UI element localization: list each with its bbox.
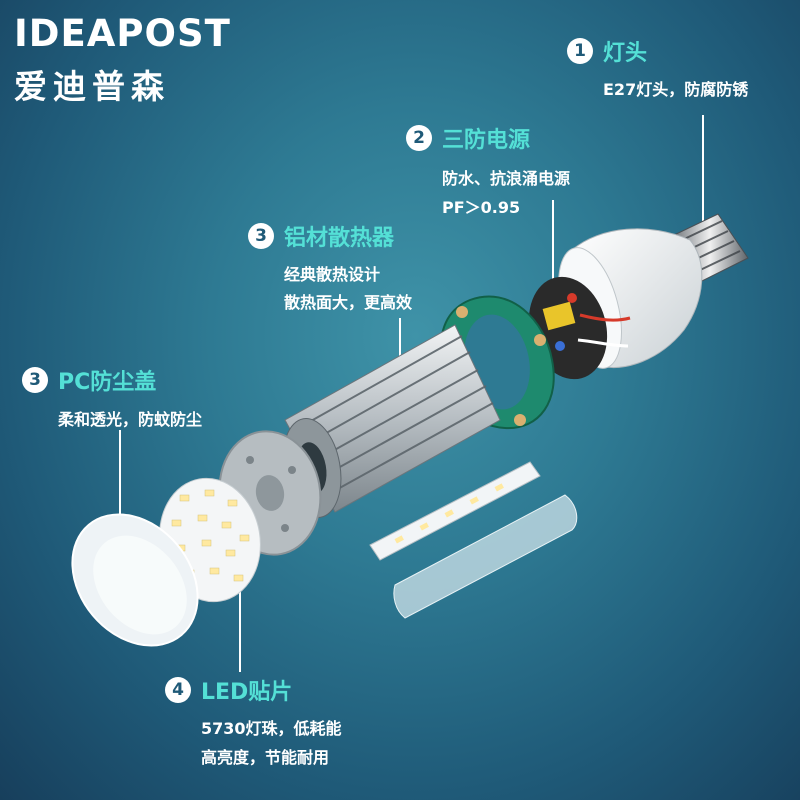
callout-description: 经典散热设计 (284, 265, 381, 284)
callout-title: LED贴片 (201, 680, 293, 705)
callout-number-badge: 3 (248, 223, 274, 249)
callout-description: E27灯头，防腐防锈 (603, 80, 749, 99)
callout-description: 5730灯珠，低耗能 (201, 719, 342, 738)
brand-name-chinese: 爱迪普森 (14, 67, 170, 106)
strip-diffuser-cover (393, 494, 578, 619)
callout-number-badge: 4 (165, 677, 191, 703)
callout-title: PC防尘盖 (58, 370, 157, 395)
callout-description: 防水、抗浪涌电源 (442, 169, 571, 188)
callout-number-badge: 2 (406, 125, 432, 151)
callout-description: 柔和透光，防蚊防尘 (58, 410, 203, 429)
callout-title: 铝材散热器 (284, 226, 395, 251)
callout-title: 三防电源 (442, 128, 531, 153)
callout-description: 高亮度，节能耐用 (201, 748, 330, 767)
callout-description: 散热面大，更高效 (284, 293, 413, 312)
pc-dust-cover (71, 513, 199, 647)
brand-name-english: IDEAPOST (14, 12, 231, 55)
led-strip (369, 461, 541, 561)
callout-number-badge: 3 (22, 367, 48, 393)
callout-title: 灯头 (603, 41, 648, 66)
callout-number-badge: 1 (567, 38, 593, 64)
callout-description: PF＞0.95 (442, 198, 521, 217)
